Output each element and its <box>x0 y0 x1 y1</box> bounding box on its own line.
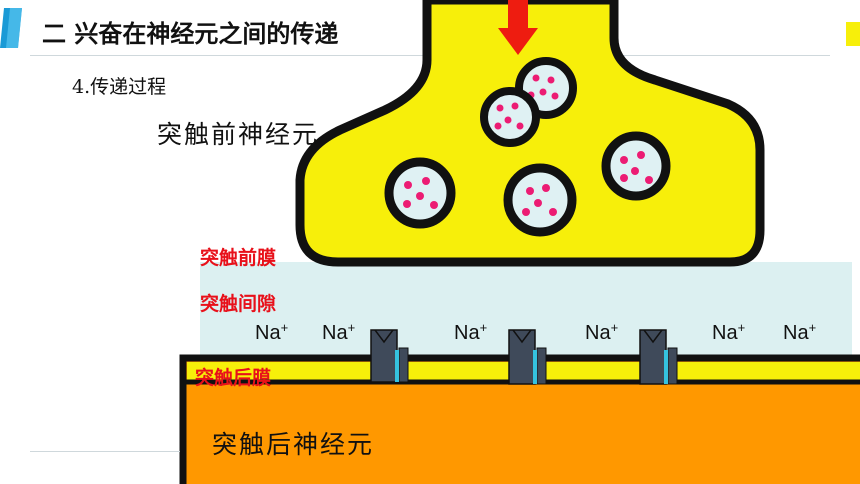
synaptic-cleft-label: 突触间隙 <box>200 293 277 315</box>
slide-title: 二 兴奋在神经元之间的传递 <box>42 20 339 48</box>
sodium-ion-label: Na+ <box>322 320 356 344</box>
footer-divider <box>30 451 180 452</box>
synaptic-vesicle-icon <box>384 157 456 229</box>
postsynaptic-neuron-label: 突触后神经元 <box>212 430 375 459</box>
down-arrow-icon <box>498 0 538 55</box>
presynaptic-membrane-label: 突触前膜 <box>200 247 277 269</box>
receptor-channel-icon <box>370 329 409 383</box>
receptor-channel-icon <box>639 329 678 385</box>
sodium-ion-label: Na+ <box>454 320 488 344</box>
synaptic-vesicle-icon <box>480 87 540 147</box>
sodium-ion-label: Na+ <box>783 320 817 344</box>
synaptic-vesicle-icon <box>503 163 577 237</box>
title-accent-icon <box>0 8 22 48</box>
sodium-ion-label: Na+ <box>585 320 619 344</box>
sodium-ion-label: Na+ <box>255 320 289 344</box>
section-subtitle: 4.传递过程 <box>72 76 167 98</box>
synaptic-vesicle-icon <box>601 131 671 201</box>
postsynaptic-membrane-label: 突触后膜 <box>195 367 272 389</box>
receptor-channel-icon <box>508 329 547 385</box>
presynaptic-neuron-label: 突触前神经元 <box>157 120 320 149</box>
sodium-ion-label: Na+ <box>712 320 746 344</box>
corner-decoration-icon <box>846 22 860 46</box>
